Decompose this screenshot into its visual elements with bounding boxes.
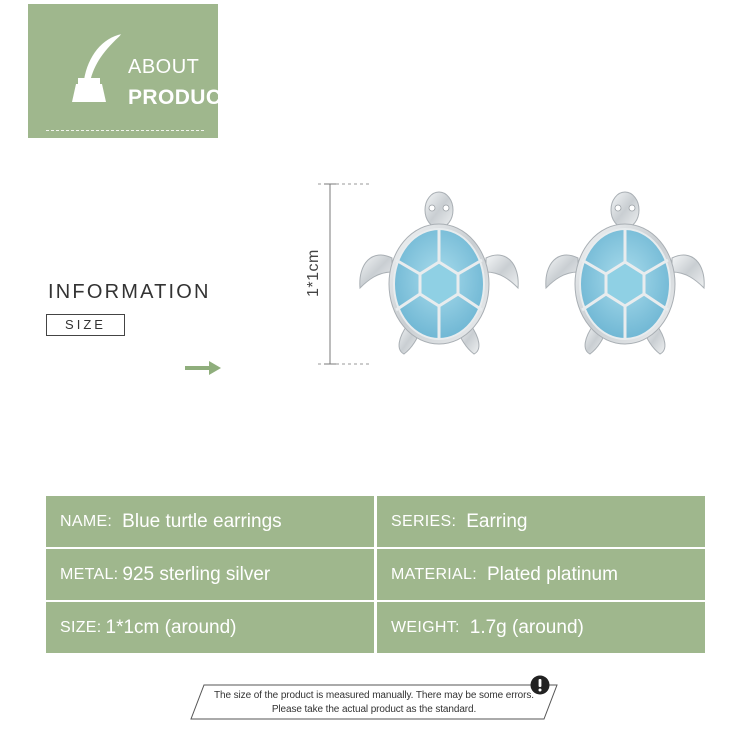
spec-value: 1*1cm (around) <box>105 616 237 638</box>
spec-table: NAME: Blue turtle earrings SERIES: Earri… <box>46 496 705 654</box>
turtle-earring-right-image <box>544 190 706 356</box>
spec-label: NAME: <box>60 512 113 530</box>
spec-name: NAME: Blue turtle earrings <box>46 496 374 547</box>
spec-label: SIZE: <box>60 618 102 636</box>
spec-material: MATERIAL: Plated platinum <box>377 549 705 600</box>
spec-weight: WEIGHT: 1.7g (around) <box>377 602 705 653</box>
turtle-earring-left-image <box>358 190 520 356</box>
spec-size: SIZE: 1*1cm (around) <box>46 602 374 653</box>
spec-value: 925 sterling silver <box>122 563 271 585</box>
exclamation-circle-icon <box>530 675 550 695</box>
dimension-label: 1*1cm <box>305 249 322 297</box>
spec-value: Blue turtle earrings <box>122 510 282 532</box>
spec-label: SERIES: <box>391 512 457 530</box>
spec-label: WEIGHT: <box>391 618 460 636</box>
about-product-banner: ABOUT PRODUCT <box>28 4 234 138</box>
spec-value: Plated platinum <box>486 563 618 585</box>
information-heading: INFORMATION <box>48 281 211 303</box>
product-label: PRODUCT <box>128 86 235 109</box>
note-frame <box>190 684 558 720</box>
quill-inkwell-icon <box>72 33 123 102</box>
arrow-right-icon <box>185 361 221 375</box>
about-label: ABOUT <box>128 56 200 78</box>
spec-metal: METAL: 925 sterling silver <box>46 549 374 600</box>
spec-value: Earring <box>466 510 528 532</box>
dashed-divider <box>46 130 204 131</box>
spec-label: MATERIAL: <box>391 565 477 583</box>
note-line-2: Please take the actual product as the st… <box>271 704 477 715</box>
dimension-line <box>318 183 370 365</box>
spec-value: 1.7g (around) <box>469 616 584 638</box>
spec-label: METAL: <box>60 565 119 583</box>
measurement-note: The size of the product is measured manu… <box>190 684 558 720</box>
size-tag: SIZE <box>46 314 125 336</box>
note-line-1: The size of the product is measured manu… <box>214 690 534 701</box>
spec-series: SERIES: Earring <box>377 496 705 547</box>
